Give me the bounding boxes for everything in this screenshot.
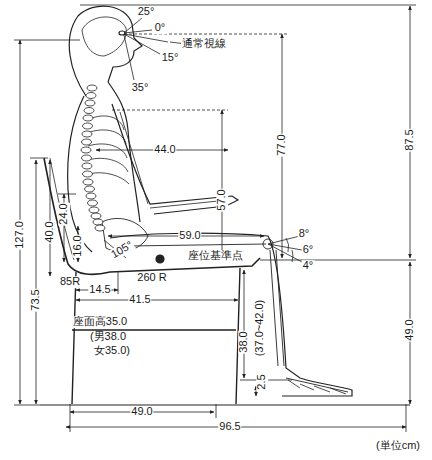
vertebra: [83, 123, 93, 129]
label: 座面高35.0: [72, 316, 128, 328]
label: 女35.0): [93, 345, 131, 357]
dimension-label: 87.5: [404, 128, 416, 151]
floor: [40, 405, 410, 406]
sight-line: [124, 18, 168, 80]
label: (男38.0: [89, 331, 127, 343]
vertebra: [88, 200, 98, 206]
dimension-label: 40.0: [44, 220, 56, 243]
ext-lines: [70, 404, 406, 432]
spine: [81, 85, 105, 231]
foot-bones: [288, 380, 346, 394]
arm: [112, 104, 238, 214]
dimension-label: 2.5: [256, 373, 268, 390]
label: 14.5: [88, 284, 111, 296]
ext-line: [30, 158, 48, 159]
label: 85R: [59, 276, 81, 288]
dimension-lines: [14, 5, 416, 432]
leg-outline: [110, 233, 352, 396]
label: 41.5: [128, 294, 151, 306]
dimension-label: 49.0: [404, 318, 416, 341]
chair-back-inner: [50, 158, 74, 260]
dimension-label: 73.5: [30, 288, 42, 311]
label: 25°: [137, 6, 156, 18]
vertebra: [95, 225, 105, 231]
vertebra: [82, 155, 92, 161]
dimension-label: 77.0: [276, 133, 288, 156]
vertebra: [85, 100, 95, 106]
vertebra: [91, 213, 101, 219]
vertebra: [87, 85, 97, 91]
label: 260 R: [136, 272, 167, 284]
ext-line: [112, 110, 228, 111]
label: 6°: [302, 244, 315, 256]
label: 15°: [161, 52, 180, 64]
vertebra: [83, 115, 93, 121]
label: 59.0: [178, 230, 201, 242]
vertebra: [93, 219, 103, 225]
vertebra: [84, 108, 94, 114]
label: 0°: [154, 22, 167, 34]
vertebra: [83, 179, 93, 185]
label: (単位cm): [375, 440, 421, 452]
torso-back: [68, 96, 92, 252]
angle-lines: [268, 236, 302, 262]
ext-line: [118, 272, 119, 294]
vertebra: [89, 207, 99, 213]
dim-41-5: [76, 300, 238, 301]
vertebra: [81, 147, 91, 153]
vertebra: [86, 93, 96, 99]
dimension-label: 38.0: [238, 330, 250, 353]
vertebra: [82, 131, 92, 137]
label: 44.0: [153, 144, 176, 156]
vertebra: [82, 163, 92, 169]
dimension-label: 16.0: [72, 234, 84, 257]
ext-line: [58, 194, 76, 195]
vertebra: [83, 171, 93, 177]
dim-38: [244, 270, 245, 378]
ext-lines: [14, 40, 80, 405]
seat-reference-point: [156, 255, 164, 263]
dimension-label: 105°: [108, 239, 135, 261]
label: 49.0: [130, 406, 153, 418]
label: 35°: [131, 82, 150, 94]
angle-arcs: [286, 238, 293, 262]
sight-lines: [124, 18, 186, 80]
label: 8°: [298, 228, 311, 240]
chair-legs: [72, 268, 240, 404]
dim-73-5: [36, 160, 37, 404]
arm-bones: [120, 112, 228, 208]
label: 96.5: [218, 421, 241, 433]
dimension-label: 24.0: [58, 202, 70, 225]
figure: [40, 6, 410, 405]
label: 通常視線: [181, 38, 227, 50]
vertebra: [82, 139, 92, 145]
vertebra: [85, 186, 95, 192]
dimension-label: 57.0: [216, 188, 228, 211]
chair-shell: [44, 158, 260, 274]
dimension-label: (37.0~42.0): [254, 299, 266, 358]
ext-line: [124, 34, 288, 35]
label: 座位基準点: [187, 250, 244, 262]
dimension-label: 127.0: [14, 220, 26, 250]
ext-lines: [80, 5, 416, 260]
label: 4°: [302, 260, 315, 272]
vertebra: [86, 193, 96, 199]
skull: [82, 17, 126, 56]
dim-40: [50, 160, 51, 276]
